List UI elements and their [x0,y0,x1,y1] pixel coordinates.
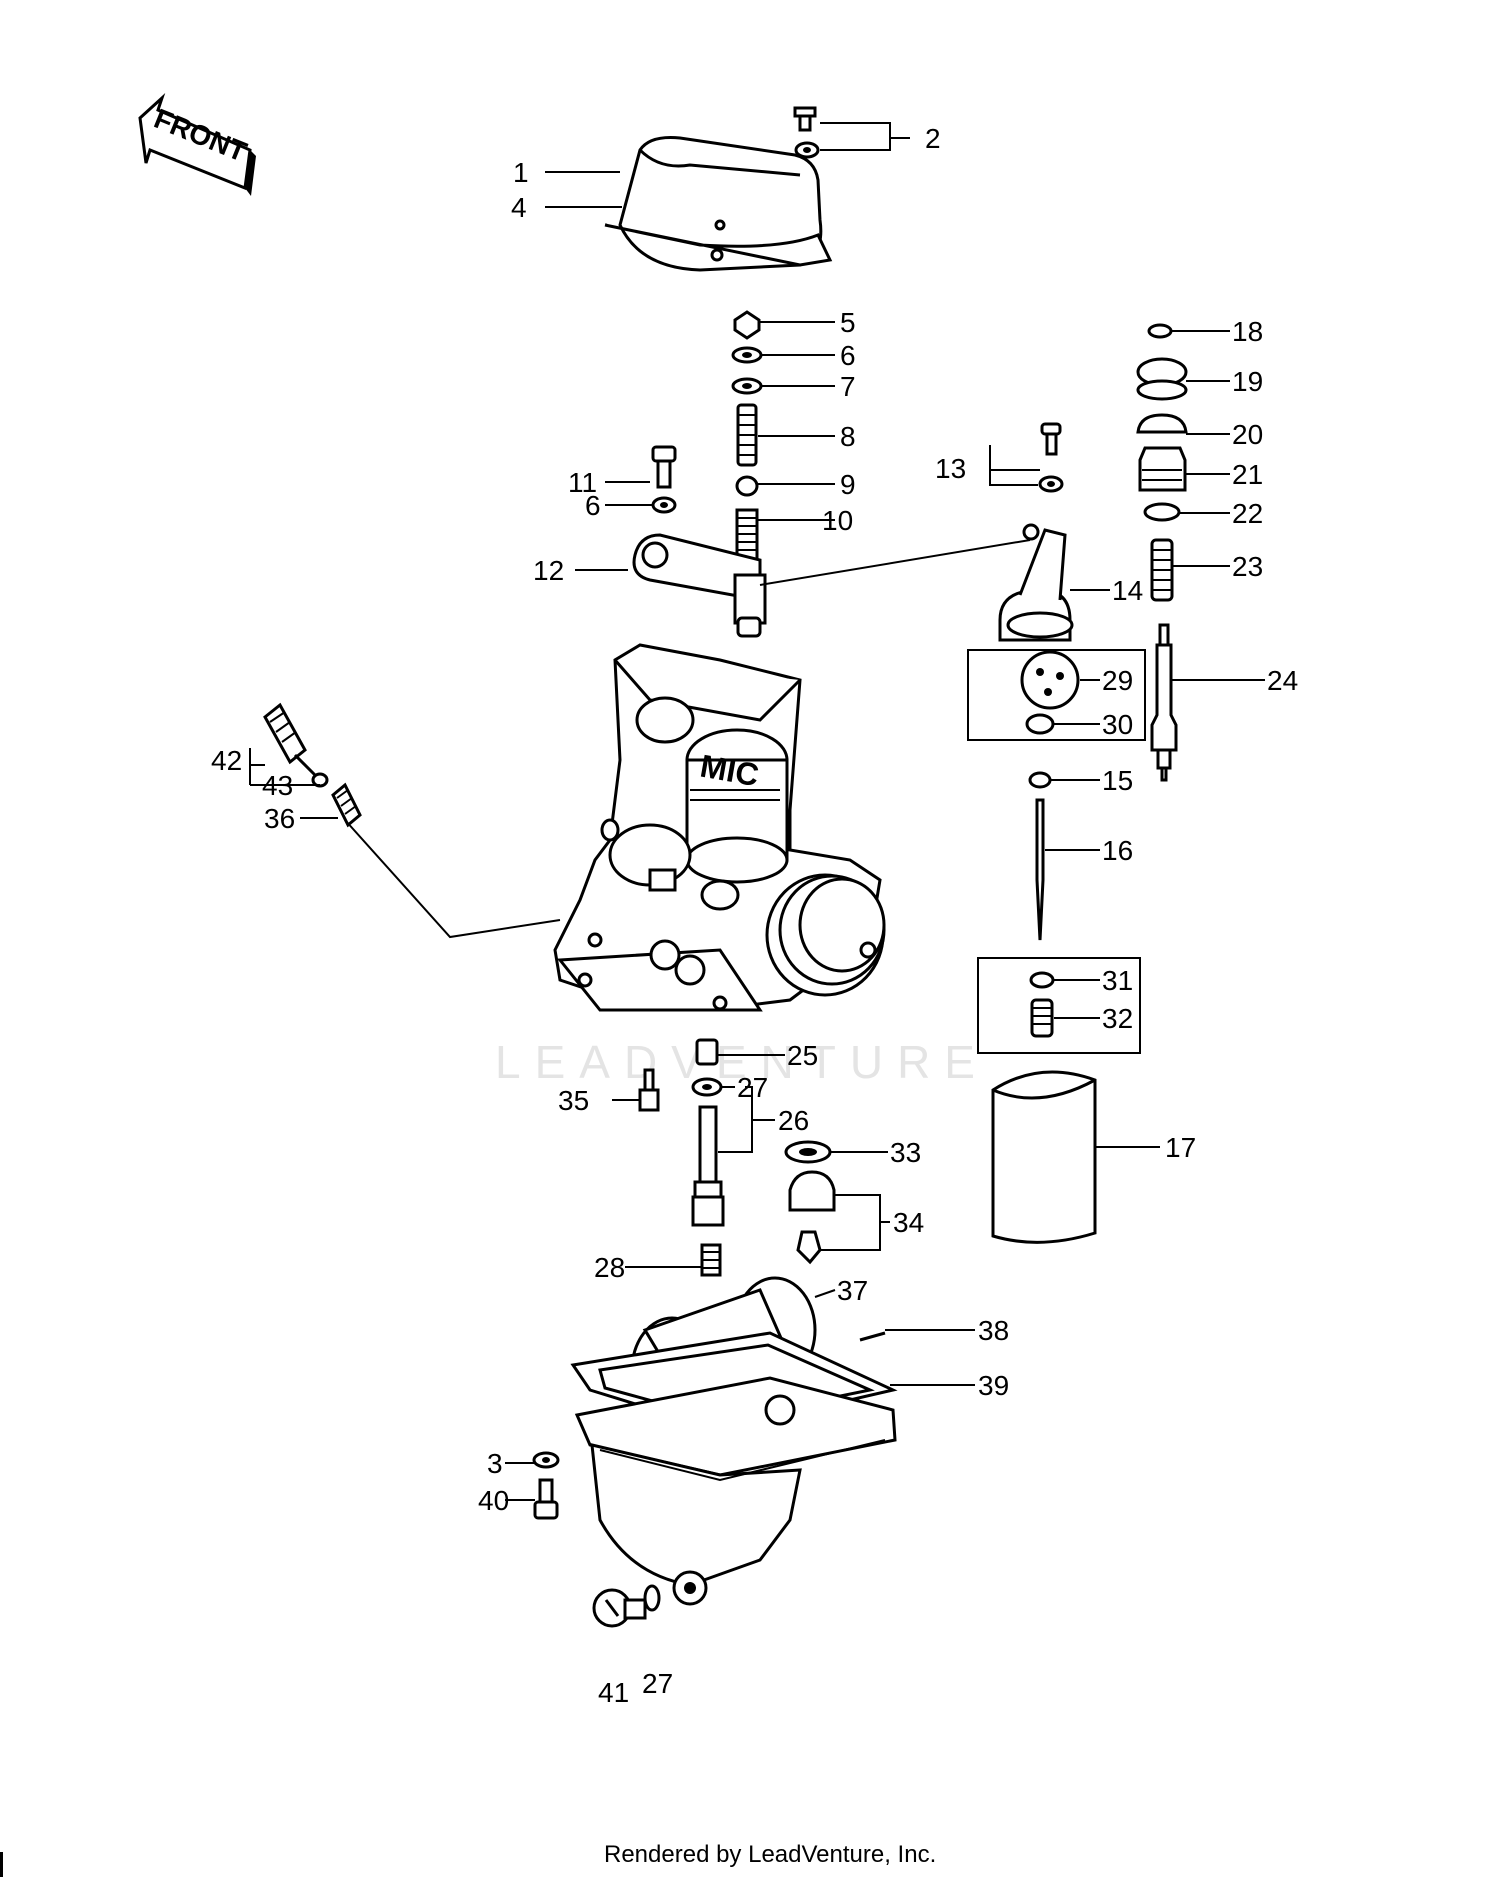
callout-24: 24 [1267,665,1298,696]
callout-42: 42 [211,745,242,776]
float-bowl-part [570,1331,898,1606]
callout-27b: 27 [642,1668,673,1699]
needle-clip-box [967,649,1146,741]
callout-27a: 27 [737,1072,768,1103]
callout-39: 39 [978,1370,1009,1401]
callout-14: 14 [1112,575,1143,606]
callout-3: 3 [487,1448,503,1479]
throttle-valve-part [991,1070,1097,1244]
callout-labels: 1 2 3 4 5 6 6 7 8 9 10 11 12 13 14 15 16… [211,123,1298,1708]
footer-credit: Rendered by LeadVenture, Inc. [604,1841,936,1868]
callout-41: 41 [598,1677,629,1708]
callout-13: 13 [935,453,966,484]
bolt-part [651,445,677,514]
carburetor-body-part: MIC [553,643,886,1012]
clip-plate-part [1020,650,1080,735]
callout-18: 18 [1232,316,1263,347]
float-valve-part [784,1140,836,1265]
callout-26: 26 [778,1105,809,1136]
callout-25: 25 [787,1040,818,1071]
callout-20: 20 [1232,419,1263,450]
callout-40: 40 [478,1485,509,1516]
callout-19: 19 [1232,366,1263,397]
watermark: LEADVENTURE [495,1036,989,1088]
front-arrow-icon: FRONT [138,93,256,196]
bowl-screw-part [532,1451,560,1520]
callout-35: 35 [558,1085,589,1116]
callout-30: 30 [1102,709,1133,740]
callout-21: 21 [1232,459,1263,490]
callout-6a: 6 [840,340,856,371]
screw-13-part [1038,422,1064,493]
lever-arm-part [632,533,767,638]
callout-29: 29 [1102,665,1133,696]
callout-28: 28 [594,1252,625,1283]
callout-16: 16 [1102,835,1133,866]
callout-7: 7 [840,371,856,402]
callout-9: 9 [840,469,856,500]
bracket-part [998,523,1074,642]
float-pin-part [859,1331,886,1342]
drain-plug-part [592,1584,661,1628]
callout-10: 10 [822,505,853,536]
jet-needle-part [1028,771,1052,941]
callout-4: 4 [511,192,527,223]
callout-23: 23 [1232,551,1263,582]
center-stack-parts [731,310,763,562]
pilot-screw-part [263,702,362,828]
callout-33: 33 [890,1137,921,1168]
top-cover-part [604,136,833,272]
callout-5: 5 [840,307,856,338]
callout-32: 32 [1102,1003,1133,1034]
callout-11: 11 [568,467,597,498]
callout-17: 17 [1165,1132,1196,1163]
edge-mark [0,1852,3,1877]
needle-spring-box [977,957,1141,1054]
callout-6b: 6 [585,490,601,521]
callout-22: 22 [1232,498,1263,529]
leader-lines [249,122,1265,1501]
callout-38: 38 [978,1315,1009,1346]
callout-36: 36 [264,803,295,834]
callout-15: 15 [1102,765,1133,796]
callout-34: 34 [893,1207,924,1238]
spring-seat-part [1029,971,1055,1038]
cover-screw-part [793,106,820,159]
callout-37: 37 [837,1275,868,1306]
callout-1: 1 [513,157,529,188]
main-jet-stack-parts [691,1038,725,1277]
right-stack-parts [1136,323,1188,782]
callout-8: 8 [840,421,856,452]
callout-43: 43 [262,770,293,801]
callout-12: 12 [533,555,564,586]
callout-2: 2 [925,123,941,154]
callout-31: 31 [1102,965,1133,996]
